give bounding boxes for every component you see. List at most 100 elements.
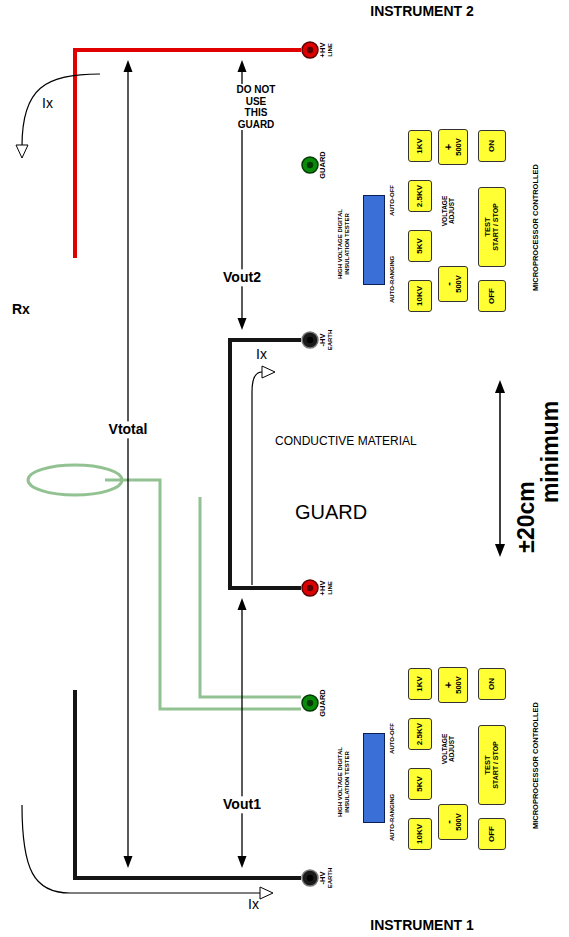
socket-hole bbox=[307, 700, 313, 706]
instrument-face: HIGH VOLTAGE DIGITAL INSULATION TESTER AU… bbox=[275, 562, 569, 913]
current-arrow bbox=[252, 372, 262, 585]
current-arrowhead bbox=[262, 366, 275, 378]
vent-line bbox=[536, 862, 538, 878]
socket-ring bbox=[302, 580, 318, 596]
case-outline bbox=[275, 24, 569, 375]
panel-button: 2.5KV bbox=[408, 718, 432, 750]
current-label: Ix bbox=[256, 347, 267, 361]
instrument-panel: INSTRUMENT 1HIGH VOLTAGE DIGITAL INSULAT… bbox=[275, 562, 569, 913]
terminal-socket bbox=[301, 41, 319, 59]
panel-button: 1KV bbox=[408, 668, 432, 700]
wire bbox=[75, 50, 301, 258]
terminal-socket bbox=[301, 869, 319, 887]
button-label: 10KV bbox=[416, 824, 424, 844]
button-label: + bbox=[443, 682, 455, 688]
dimension-arrowhead bbox=[495, 380, 505, 393]
dimension-arrowhead bbox=[495, 544, 505, 557]
panel-button: +500V bbox=[438, 667, 468, 703]
terminal-label: LINE bbox=[327, 564, 333, 612]
conductive-guard-band: CONDUCTIVE MATERIALGUARD bbox=[193, 453, 569, 497]
button-label: 1KV bbox=[416, 138, 424, 154]
panel-button: ON bbox=[478, 668, 506, 700]
terminal: -HVEARTH bbox=[301, 854, 353, 902]
vent-line bbox=[541, 862, 543, 878]
display-screen bbox=[363, 195, 385, 285]
socket-ring bbox=[302, 157, 318, 173]
panel-button: 5KV bbox=[408, 230, 432, 262]
socket-ring bbox=[302, 332, 318, 348]
dimension-line bbox=[241, 608, 242, 858]
dimension-arrowhead bbox=[238, 598, 247, 610]
panel-button: -500V bbox=[438, 804, 468, 840]
terminal-label: EARTH bbox=[327, 316, 333, 364]
terminal: +HVLINE bbox=[301, 564, 353, 612]
terminal: GUARD bbox=[301, 141, 353, 189]
terminal-socket bbox=[301, 694, 319, 712]
dimension-arrowhead bbox=[124, 856, 133, 868]
button-label: TEST bbox=[484, 217, 492, 236]
instrument-title: INSTRUMENT 1 bbox=[275, 917, 569, 933]
button-label: START / STOP bbox=[492, 741, 499, 789]
panel-button: OFF bbox=[478, 280, 506, 312]
current-label: Ix bbox=[248, 897, 259, 911]
panel-caption: AUTO-OFF bbox=[389, 185, 395, 235]
panel-button: 10KV bbox=[408, 818, 432, 850]
button-label: 500V bbox=[455, 275, 463, 293]
button-label: - bbox=[443, 282, 455, 286]
button-label: 500V bbox=[455, 676, 463, 694]
voltage-label: Vout1 bbox=[221, 796, 263, 813]
dimension-arrowhead bbox=[238, 856, 247, 868]
vent-line bbox=[546, 324, 548, 340]
terminal-label: GUARD bbox=[319, 141, 327, 189]
socket-hole bbox=[307, 47, 313, 53]
band-label: GUARD bbox=[295, 501, 367, 523]
panel-button: OFF bbox=[478, 818, 506, 850]
panel-caption: MICROPROCESSOR CONTROLLED bbox=[531, 135, 540, 320]
terminal-socket bbox=[301, 579, 319, 597]
terminal-label: -HV bbox=[319, 854, 327, 902]
dimension-arrowhead bbox=[238, 60, 247, 72]
guard-loop bbox=[28, 465, 122, 495]
terminal-label: -HV bbox=[319, 316, 327, 364]
resistor-zigzag bbox=[65, 258, 85, 690]
terminal-label: +HV bbox=[319, 26, 327, 74]
terminal-label: LINE bbox=[327, 26, 333, 74]
button-label: 500V bbox=[455, 138, 463, 156]
panel-caption: AUTO-OFF bbox=[389, 723, 395, 773]
band-label: CONDUCTIVE MATERIAL bbox=[275, 435, 417, 448]
vent-line bbox=[546, 862, 548, 878]
panel-button: 1KV bbox=[408, 130, 432, 162]
dimension-arrowhead bbox=[124, 60, 133, 72]
socket-hole bbox=[307, 162, 313, 168]
button-label: OFF bbox=[488, 826, 496, 842]
socket-hole bbox=[307, 337, 313, 343]
current-arrowhead bbox=[260, 887, 273, 899]
panel-caption: VOLTAGE ADJUST bbox=[441, 187, 456, 235]
panel-button: -500V bbox=[438, 266, 468, 302]
panel-button: 2.5KV bbox=[408, 180, 432, 212]
dimension-line bbox=[499, 390, 501, 547]
instrument-title: INSTRUMENT 2 bbox=[275, 3, 569, 19]
voltage-label: Vout2 bbox=[221, 269, 263, 286]
button-label: 1KV bbox=[416, 676, 424, 692]
resistor-label: Rx bbox=[12, 302, 30, 316]
socket-hole bbox=[307, 875, 313, 881]
panel-button: +500V bbox=[438, 129, 468, 165]
wire bbox=[105, 480, 301, 709]
button-label: 2.5KV bbox=[416, 723, 424, 745]
resistor-body bbox=[45, 258, 105, 690]
instrument-face: HIGH VOLTAGE DIGITAL INSULATION TESTER AU… bbox=[275, 24, 569, 375]
button-label: START / STOP bbox=[492, 203, 499, 251]
panel-caption: HIGH VOLTAGE DIGITAL INSULATION TESTER bbox=[337, 191, 351, 297]
terminal-socket bbox=[301, 156, 319, 174]
button-label: + bbox=[443, 144, 455, 150]
terminal-socket bbox=[301, 331, 319, 349]
tube-edge bbox=[59, 258, 60, 690]
button-label: - bbox=[443, 820, 455, 824]
button-label: 2.5KV bbox=[416, 185, 424, 207]
display-screen bbox=[363, 733, 385, 823]
panel-caption: HIGH VOLTAGE DIGITAL INSULATION TESTER bbox=[337, 729, 351, 835]
instrument-panel: INSTRUMENT 2HIGH VOLTAGE DIGITAL INSULAT… bbox=[275, 24, 569, 375]
resistor: Rx bbox=[45, 258, 105, 690]
